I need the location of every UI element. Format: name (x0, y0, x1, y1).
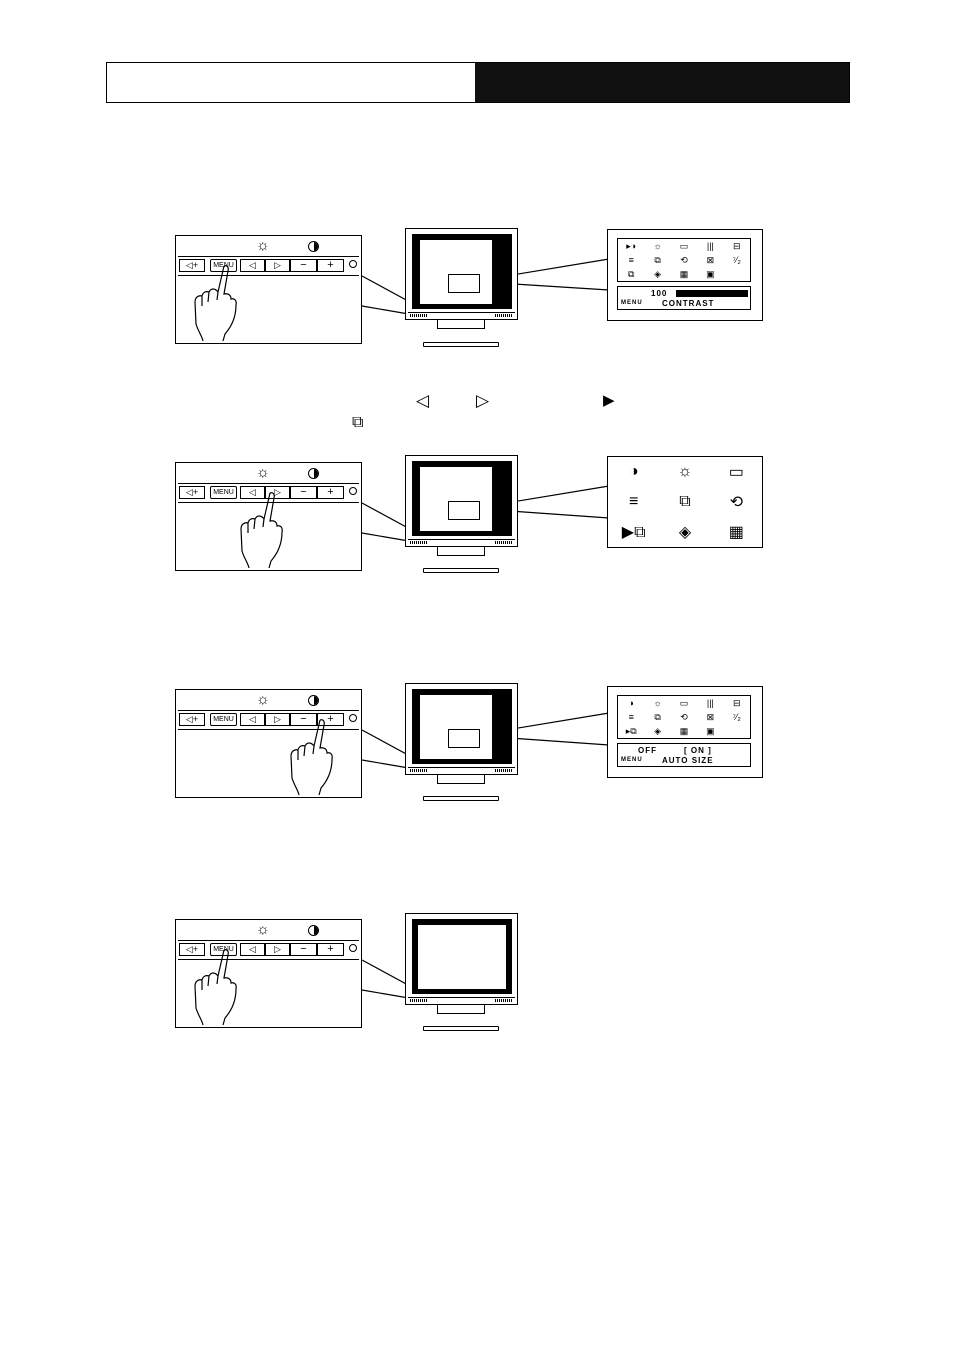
control-panel-2: ☼ ◁+ MENU ◁ ▷ − + (175, 462, 362, 571)
osd-menu-contrast: ▸◑☼▭|||⊟ ≡⧉⟲⊠⁷⁄₂ ⧉◈▦▣ 100 MENU CONTRAST (607, 229, 763, 321)
contrast-icon (308, 241, 319, 252)
menu-button[interactable]: MENU (210, 485, 237, 499)
minus-button[interactable]: − (290, 485, 317, 499)
osd-title: CONTRAST (662, 299, 715, 308)
minus-button[interactable]: − (290, 258, 317, 272)
osd-icon-grid: ◑☼▭|||⊟ ≡⧉⟲⊠⁷⁄₂ ▸⧉◈▦▣ (617, 695, 751, 739)
header-right-bar (475, 63, 849, 102)
brightness-icon: ☼ (256, 237, 270, 254)
power-led (349, 260, 357, 268)
inline-image-position-icon: ⧉ (352, 414, 364, 431)
volume-button[interactable]: ◁+ (179, 942, 205, 956)
monitor-osd-1 (448, 274, 480, 293)
monitor-3 (405, 683, 518, 775)
brightness-icon: ☼ (677, 463, 693, 480)
signal-icon: ◈ (678, 524, 692, 541)
osd-title: AUTO SIZE (662, 756, 714, 765)
monitor-osd-3 (448, 729, 480, 748)
power-led (349, 944, 357, 952)
osd-value: 100 (651, 289, 668, 298)
menu-button[interactable]: MENU (210, 712, 237, 726)
left-button[interactable]: ◁ (240, 712, 265, 726)
menu-button[interactable]: MENU (210, 942, 237, 956)
recall-icon: ⧉ (679, 493, 691, 510)
osd-on-option: [ ON ] (684, 746, 712, 755)
osd-menu-label: MENU (621, 757, 643, 763)
osd-menu-large-icons: ◑ ☼ ▭ ≡ ⧉ ⟲ ▶⧉ ◈ ▦ (607, 456, 763, 548)
left-button[interactable]: ◁ (240, 485, 265, 499)
contrast-icon (308, 925, 319, 936)
inline-left-arrow-icon: ◁ (416, 391, 430, 410)
osd-menu-label: MENU (621, 300, 643, 306)
contrast-icon (308, 468, 319, 479)
plus-button[interactable]: + (317, 258, 344, 272)
monitor-1 (405, 228, 518, 320)
menu-button[interactable]: MENU (210, 258, 237, 272)
rotation-icon: ⟲ (729, 494, 744, 511)
inline-right-arrow-icon: ▷ (476, 391, 490, 410)
monitor-4 (405, 913, 518, 1005)
volume-button[interactable]: ◁+ (179, 712, 205, 726)
monitor-osd-2 (448, 501, 480, 520)
control-panel-4: ☼ ◁+ MENU ◁ ▷ − + (175, 919, 362, 1028)
brightness-icon: ☼ (256, 464, 270, 481)
hand-pointer-icon (194, 265, 237, 342)
osd-level-bar (676, 290, 748, 297)
osd-info-contrast: 100 MENU CONTRAST (617, 286, 751, 310)
left-button[interactable]: ◁ (240, 258, 265, 272)
osd-menu-auto-size: ◑☼▭|||⊟ ≡⧉⟲⊠⁷⁄₂ ▸⧉◈▦▣ OFF [ ON ] MENU AU… (607, 686, 763, 778)
control-panel-1: ☼ ◁+ MENU ◁ ▷ − + (175, 235, 362, 344)
osd-info-auto-size: OFF [ ON ] MENU AUTO SIZE (617, 743, 751, 767)
hand-pointer-icon (290, 719, 333, 796)
right-button[interactable]: ▷ (265, 485, 290, 499)
control-panel-3: ☼ ◁+ MENU ◁ ▷ − + (175, 689, 362, 798)
hand-pointer-icon (240, 492, 283, 569)
grid-icon: ▦ (728, 524, 744, 541)
right-button[interactable]: ▷ (265, 712, 290, 726)
volume-button[interactable]: ◁+ (179, 485, 205, 499)
header-left-box (107, 63, 475, 102)
contrast-icon: ◑ (628, 463, 639, 480)
right-button[interactable]: ▷ (265, 942, 290, 956)
power-led (349, 487, 357, 495)
page-header (106, 62, 850, 103)
minus-button[interactable]: − (290, 942, 317, 956)
monitor-2 (405, 455, 518, 547)
plus-button[interactable]: + (317, 942, 344, 956)
right-button[interactable]: ▷ (265, 258, 290, 272)
osd-icon-grid: ▸◑☼▭|||⊟ ≡⧉⟲⊠⁷⁄₂ ⧉◈▦▣ (617, 238, 751, 282)
minus-button[interactable]: − (290, 712, 317, 726)
image-position-selected-icon: ▶⧉ (621, 524, 646, 541)
contrast-icon (308, 695, 319, 706)
left-button[interactable]: ◁ (240, 942, 265, 956)
brightness-icon: ☼ (256, 691, 270, 708)
volume-button[interactable]: ◁+ (179, 258, 205, 272)
plus-button[interactable]: + (317, 485, 344, 499)
power-led (349, 714, 357, 722)
brightness-icon: ☼ (256, 921, 270, 938)
hand-pointer-icon (194, 949, 237, 1026)
osd-off-option: OFF (638, 746, 657, 755)
h-position-icon: ▭ (728, 464, 744, 481)
h-size-icon: ≡ (628, 493, 639, 510)
inline-pointer-icon: ▶ (603, 392, 615, 409)
